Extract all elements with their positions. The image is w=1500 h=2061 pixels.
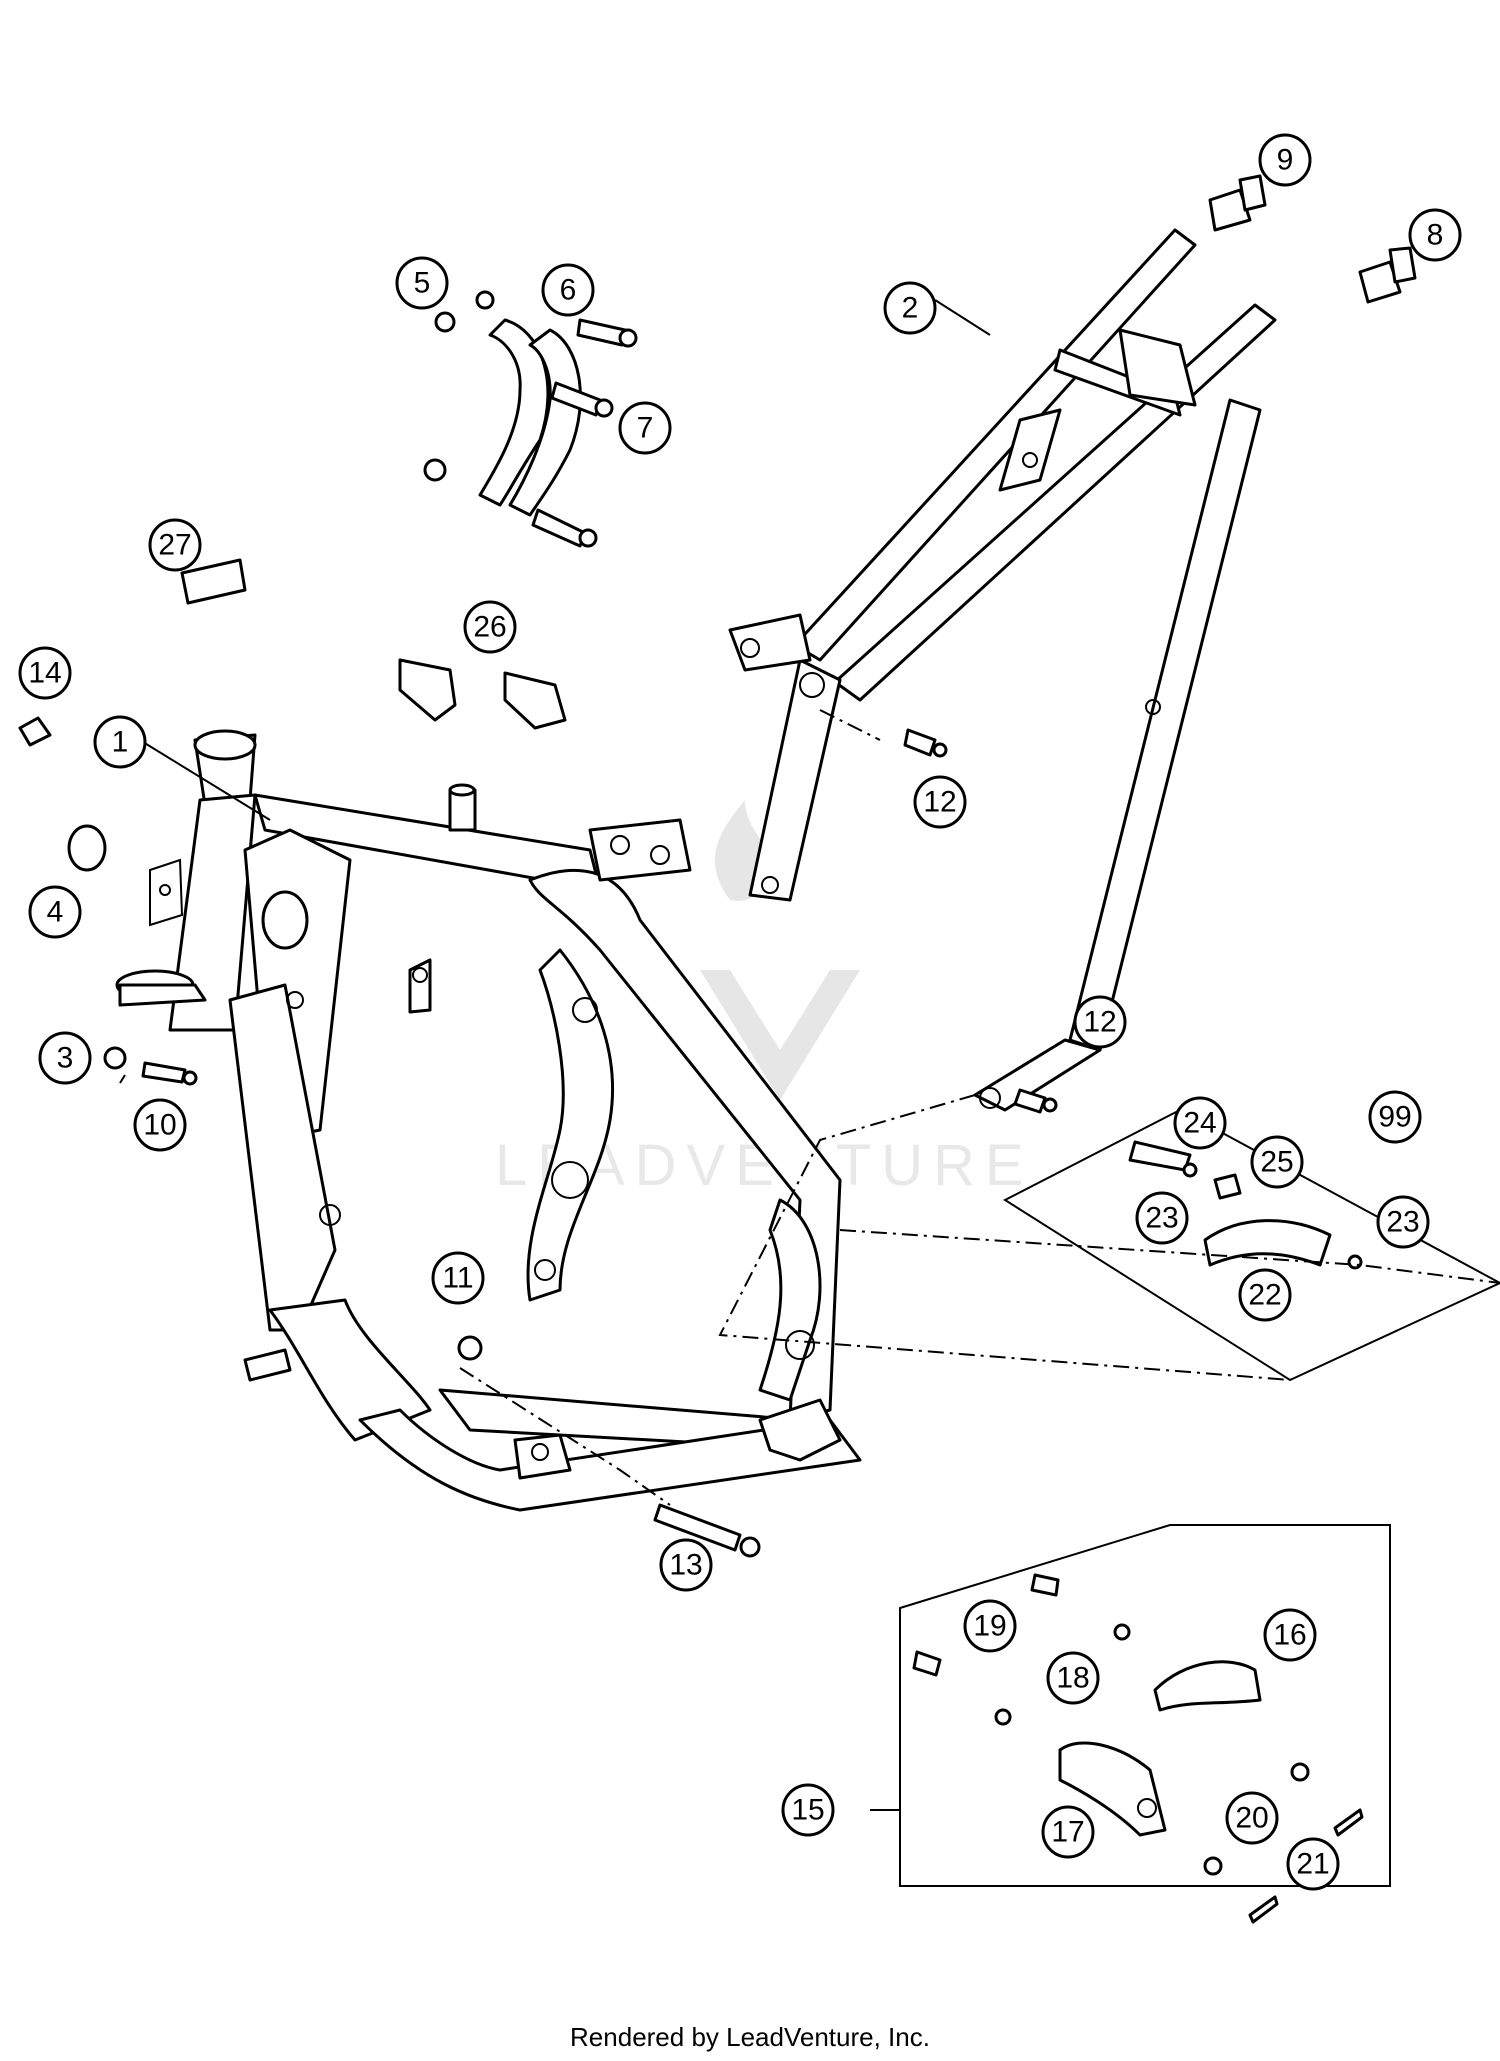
svg-text:10: 10 (143, 1109, 176, 1142)
callout-20: 20 (1225, 1791, 1279, 1845)
cover-cap-27 (180, 558, 247, 605)
svg-text:20: 20 (1235, 1802, 1268, 1835)
callout-4: 4 (28, 885, 82, 939)
callout-17: 17 (1041, 1805, 1095, 1859)
screw-10 (141, 1061, 198, 1086)
protector-26 (398, 658, 567, 730)
svg-text:15: 15 (791, 1794, 824, 1827)
callout-21: 21 (1286, 1837, 1340, 1891)
callout-27: 27 (148, 518, 202, 572)
callout-14: 14 (18, 646, 72, 700)
nut-11 (457, 1335, 483, 1361)
callout-2: 2 (883, 281, 937, 335)
svg-text:24: 24 (1183, 1107, 1216, 1140)
svg-text:99: 99 (1378, 1101, 1411, 1134)
clamp-brackets (423, 290, 638, 548)
svg-text:18: 18 (1056, 1662, 1089, 1695)
callout-7: 7 (618, 401, 672, 455)
main-frame (115, 729, 862, 1512)
svg-text:12: 12 (1083, 1006, 1116, 1039)
bolt-13 (653, 1503, 761, 1558)
callout-25: 25 (1250, 1135, 1304, 1189)
end-cap-9 (1208, 174, 1267, 232)
svg-text:17: 17 (1051, 1816, 1084, 1849)
callout-23-right: 23 (1376, 1195, 1430, 1249)
svg-text:7: 7 (637, 412, 654, 445)
svg-text:2: 2 (902, 292, 919, 325)
callout-3: 3 (38, 1031, 92, 1085)
end-cap-8 (1358, 246, 1417, 304)
callout-16: 16 (1263, 1608, 1317, 1662)
svg-text:16: 16 (1273, 1619, 1306, 1652)
svg-text:23: 23 (1386, 1206, 1419, 1239)
callout-10: 10 (133, 1098, 187, 1152)
svg-text:26: 26 (473, 611, 506, 644)
callout-22: 22 (1238, 1268, 1292, 1322)
callout-19: 19 (963, 1599, 1017, 1653)
subframe (728, 228, 1277, 1112)
callout-13: 13 (659, 1538, 713, 1592)
callout-15: 15 (781, 1783, 835, 1837)
kit-99-box (1002, 1108, 1500, 1382)
svg-text:25: 25 (1260, 1146, 1293, 1179)
svg-text:22: 22 (1248, 1279, 1281, 1312)
callout-8: 8 (1408, 208, 1462, 262)
footer-credit: Rendered by LeadVenture, Inc. (570, 2022, 930, 2052)
nut-3 (103, 1046, 127, 1070)
svg-text:11: 11 (442, 1262, 473, 1295)
callout-1: 1 (93, 715, 147, 769)
callout-26: 26 (463, 600, 517, 654)
grommet-4 (67, 824, 107, 872)
svg-text:23: 23 (1145, 1202, 1178, 1235)
callout-5: 5 (395, 256, 449, 310)
bolt-12-lower (1013, 1088, 1058, 1114)
callout-6: 6 (541, 263, 595, 317)
svg-text:6: 6 (560, 274, 577, 307)
svg-text:1: 1 (112, 726, 129, 759)
callout-12-lower: 12 (1073, 995, 1127, 1049)
callout-23-left: 23 (1135, 1191, 1189, 1245)
svg-text:4: 4 (47, 896, 64, 929)
svg-text:21: 21 (1296, 1848, 1329, 1881)
callout-99: 99 (1368, 1090, 1422, 1144)
svg-text:5: 5 (414, 267, 431, 300)
svg-text:13: 13 (669, 1549, 702, 1582)
svg-text:8: 8 (1427, 219, 1444, 252)
svg-text:14: 14 (28, 657, 61, 690)
svg-text:27: 27 (158, 529, 191, 562)
svg-text:3: 3 (57, 1042, 74, 1075)
callout-24: 24 (1173, 1096, 1227, 1150)
svg-text:19: 19 (973, 1610, 1006, 1643)
kit-15-box (899, 1524, 1391, 1924)
clip-14 (18, 716, 52, 747)
svg-text:9: 9 (1277, 144, 1294, 177)
callout-18: 18 (1046, 1651, 1100, 1705)
callout-11: 11 (431, 1251, 485, 1305)
svg-text:12: 12 (923, 786, 956, 819)
callout-12-upper: 12 (913, 775, 967, 829)
leader-lines (119, 299, 1500, 1811)
callout-9: 9 (1258, 133, 1312, 187)
bolt-12-upper (903, 728, 948, 758)
